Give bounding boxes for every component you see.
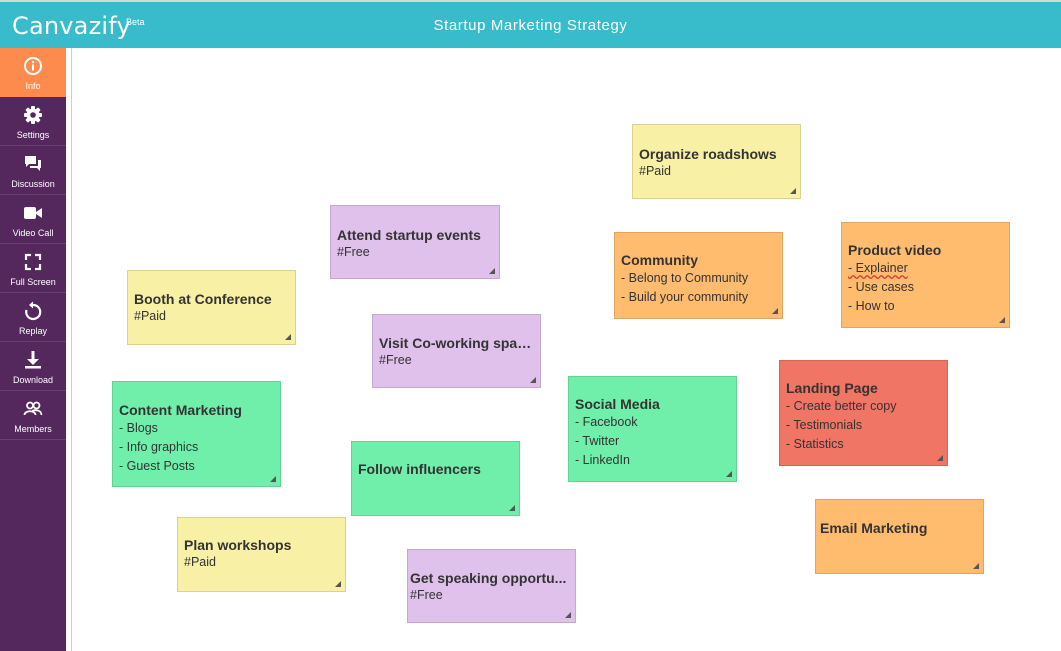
board-title[interactable]: Startup Marketing Strategy (433, 17, 628, 34)
note-line: - Info graphics (119, 440, 199, 454)
note-tag: #Free (379, 353, 412, 367)
resize-handle-icon[interactable] (999, 317, 1005, 323)
sidebar-item-download[interactable]: Download (0, 342, 66, 391)
resize-handle-icon[interactable] (937, 455, 943, 461)
note-title: Community (621, 252, 698, 268)
top-header: Canvazify Beta Startup Marketing Strateg… (0, 0, 1061, 48)
note-line: - Statistics (786, 437, 844, 451)
sidebar-item-replay[interactable]: Replay (0, 293, 66, 342)
note-tag: #Paid (639, 164, 671, 178)
note-title: Email Marketing (820, 520, 928, 536)
resize-handle-icon[interactable] (565, 612, 571, 618)
note-line: - How to (848, 299, 895, 313)
note-social-media[interactable]: Social Media - Facebook - Twitter - Link… (568, 376, 737, 482)
note-title: Follow influencers (358, 461, 481, 477)
resize-handle-icon[interactable] (335, 581, 341, 587)
note-organize-roadshows[interactable]: Organize roadshows #Paid (632, 124, 801, 199)
note-line: - Use cases (848, 280, 914, 294)
note-email-marketing[interactable]: Email Marketing (815, 499, 984, 574)
sidebar-item-label: Info (25, 81, 41, 91)
note-title: Organize roadshows (639, 146, 777, 162)
note-title: Visit Co-working spaces (379, 335, 534, 351)
note-tag: #Paid (134, 309, 166, 323)
replay-icon (25, 301, 42, 321)
note-line: - Twitter (575, 434, 620, 448)
info-icon (24, 57, 42, 75)
sidebar-item-video-call[interactable]: Video Call (0, 195, 66, 244)
resize-handle-icon[interactable] (509, 505, 515, 511)
sidebar-item-full-screen[interactable]: Full Screen (0, 244, 66, 293)
resize-handle-icon[interactable] (285, 334, 291, 340)
sidebar-item-settings[interactable]: Settings (0, 97, 66, 146)
note-content-marketing[interactable]: Content Marketing - Blogs - Info graphic… (112, 381, 281, 487)
video-camera-icon (24, 207, 42, 219)
chat-icon (25, 156, 41, 171)
note-product-video[interactable]: Product video - Explainer - Use cases - … (841, 222, 1010, 328)
note-line: - Guest Posts (119, 459, 195, 473)
note-line: - Testimonials (786, 418, 863, 432)
gear-icon (24, 106, 42, 124)
note-title: Attend startup events (337, 227, 481, 243)
resize-handle-icon[interactable] (270, 476, 276, 482)
sidebar-item-label: Members (14, 424, 52, 434)
note-line: - Belong to Community (621, 271, 749, 285)
note-title: Content Marketing (119, 402, 242, 418)
note-landing-page[interactable]: Landing Page - Create better copy - Test… (779, 360, 948, 466)
note-line: - Explainer (848, 261, 908, 275)
resize-handle-icon[interactable] (530, 377, 536, 383)
sidebar-item-members[interactable]: Members (0, 391, 66, 440)
note-attend-startup-events[interactable]: Attend startup events #Free (330, 205, 500, 279)
note-line: - LinkedIn (575, 453, 630, 467)
resize-handle-icon[interactable] (489, 268, 495, 274)
note-title: Get speaking opportu... (410, 570, 567, 586)
note-title: Landing Page (786, 380, 878, 396)
note-title: Plan workshops (184, 537, 292, 553)
note-line: - Build your community (621, 290, 749, 304)
note-tag: #Free (410, 588, 443, 602)
note-visit-coworking[interactable]: Visit Co-working spaces #Free (372, 314, 541, 388)
note-plan-workshops[interactable]: Plan workshops #Paid (177, 517, 346, 592)
sidebar-item-label: Full Screen (10, 277, 56, 287)
note-booth-at-conference[interactable]: Booth at Conference #Paid (127, 270, 296, 345)
app-logo[interactable]: Canvazify (12, 12, 131, 40)
note-title: Booth at Conference (134, 291, 272, 307)
sidebar: Info Settings Discussion Video Call (0, 48, 66, 651)
resize-handle-icon[interactable] (772, 308, 778, 314)
sidebar-item-label: Video Call (12, 228, 54, 238)
note-community[interactable]: Community - Belong to Community - Build … (614, 232, 783, 319)
note-tag: #Free (337, 245, 370, 259)
sidebar-item-label: Replay (18, 326, 47, 336)
note-line: - Facebook (575, 415, 638, 429)
sidebar-item-info[interactable]: Info (0, 48, 66, 97)
sidebar-item-label: Settings (16, 130, 50, 140)
beta-badge: Beta (126, 17, 145, 27)
note-get-speaking[interactable]: Get speaking opportu... #Free (407, 549, 576, 623)
note-follow-influencers[interactable]: Follow influencers (351, 441, 520, 516)
fullscreen-icon (24, 253, 42, 271)
resize-handle-icon[interactable] (973, 563, 979, 569)
note-tag: #Paid (184, 555, 216, 569)
download-icon (25, 351, 41, 369)
sidebar-item-discussion[interactable]: Discussion (0, 146, 66, 195)
note-title: Social Media (575, 396, 660, 412)
note-line: - Create better copy (786, 399, 897, 413)
members-icon (23, 401, 43, 416)
note-line: - Blogs (119, 421, 158, 435)
resize-handle-icon[interactable] (726, 471, 732, 477)
resize-handle-icon[interactable] (790, 188, 796, 194)
note-title: Product video (848, 242, 942, 258)
sidebar-item-label: Download (12, 375, 54, 385)
sidebar-item-label: Discussion (11, 179, 55, 189)
